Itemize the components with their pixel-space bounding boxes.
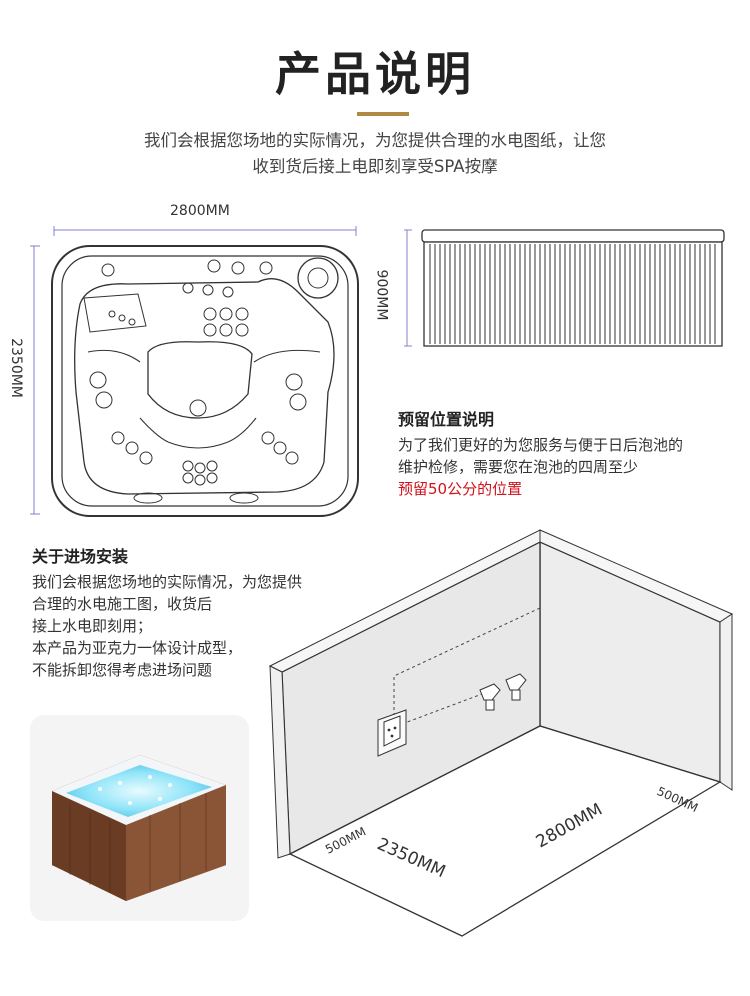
install-line-4: 本产品为亚克力一体设计成型， [32,639,243,657]
install-line-2: 合理的水电施工图，收货后 [32,595,213,613]
reserve-text: 为了我们更好的为您服务与便于日后泡池的 维护检修，需要您在泡池的四周至少 预留5… [398,434,683,500]
reserve-line-2: 维护检修，需要您在泡池的四周至少 [398,458,639,476]
water-valve-icon [479,673,527,711]
power-socket-icon [377,709,407,757]
spa-product-photo [52,755,226,901]
spa-top-view-drawing [30,226,359,517]
spa-side-view-drawing [404,229,725,347]
intro-line-2: 收到货后接上电即刻享受SPA按摩 [252,157,498,176]
top-view-width-label: 2800MM [170,203,230,219]
intro-line-1: 我们会根据您场地的实际情况，为您提供合理的水电图纸，让您 [144,131,606,150]
reserve-title: 预留位置说明 [398,410,495,429]
reserve-line-3: 预留50公分的位置 [398,480,523,498]
install-text: 我们会根据您场地的实际情况，为您提供 合理的水电施工图，收货后 接上水电即刻用；… [32,571,302,681]
room-installation-diagram: 500MM 2350MM 2800MM 500MM [268,529,734,937]
install-line-1: 我们会根据您场地的实际情况，为您提供 [32,573,303,591]
install-line-3: 接上水电即刻用； [32,617,153,635]
title-underline [357,112,409,116]
install-line-5: 不能拆卸您得考虑进场问题 [32,661,213,679]
page-title: 产品说明 [275,47,475,101]
top-view-length-label: 2350MM [7,338,24,398]
product-photo-card [30,715,249,921]
intro-text: 我们会根据您场地的实际情况，为您提供合理的水电图纸，让您 收到货后接上电即刻享受… [0,128,750,180]
side-view-height-label: 900MM [373,269,390,321]
reserve-line-1: 为了我们更好的为您服务与便于日后泡池的 [398,436,684,454]
install-title: 关于进场安装 [32,547,129,566]
